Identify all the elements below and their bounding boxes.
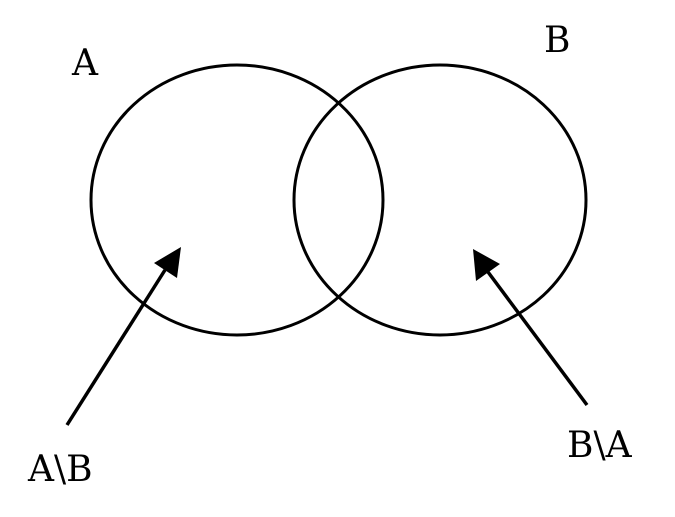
set-b-label: B: [544, 20, 570, 61]
arrow-a-minus-b-shaft: [65, 269, 167, 426]
set-a-circle: [89, 63, 385, 337]
set-a-label: A: [71, 43, 99, 84]
arrow-b-minus-a-shaft: [486, 270, 589, 407]
region-b-minus-a-label: B\A: [567, 425, 633, 466]
set-b-circle: [292, 63, 588, 337]
arrow-a-minus-b-head: [154, 247, 181, 278]
arrow-b-minus-a-head: [473, 249, 500, 281]
region-a-minus-b-label: A\B: [27, 449, 93, 490]
